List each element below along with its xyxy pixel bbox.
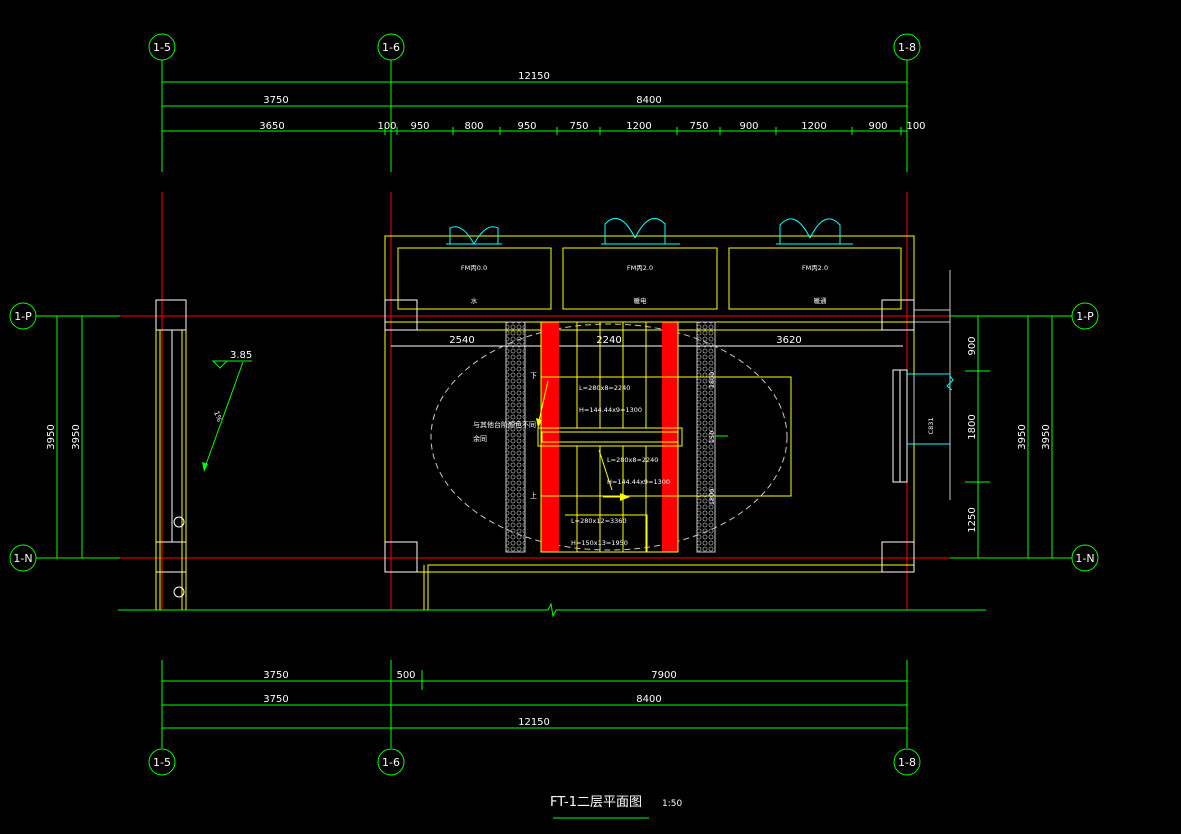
bottom-dimension-lines bbox=[161, 670, 908, 732]
grid-label-left-n: 1-N bbox=[13, 552, 32, 565]
top-dim-overall: 12150 bbox=[518, 71, 550, 82]
stair-red-strip-left bbox=[541, 322, 559, 552]
vertical-grid-lines bbox=[161, 60, 908, 748]
room-2-name: 暖电 bbox=[634, 296, 648, 305]
elevation-value: 3.85 bbox=[230, 350, 252, 361]
stair-side-wall-right bbox=[696, 321, 716, 553]
left-dim-inner: 3950 bbox=[71, 424, 82, 449]
stair-note-line-2: 余同 bbox=[473, 434, 487, 443]
turning-circle bbox=[430, 323, 788, 551]
top-dim-row3-4: 950 bbox=[517, 121, 536, 132]
stair-side-dim-1: 1800 bbox=[708, 372, 716, 389]
equipment-rooms bbox=[397, 247, 902, 310]
grid-label-top-2: 1-6 bbox=[382, 41, 400, 54]
drawing-title: FT-1二层平面图 bbox=[550, 795, 642, 810]
top-dim-row3-10: 900 bbox=[868, 121, 887, 132]
grid-label-top-3: 1-8 bbox=[898, 41, 916, 54]
stair bbox=[505, 321, 792, 553]
red-axis-lines bbox=[120, 192, 950, 610]
top-dim-row3-3: 800 bbox=[464, 121, 483, 132]
right-dim-total-1: 3950 bbox=[1017, 424, 1028, 449]
interior-dim-1: 2540 bbox=[449, 335, 474, 346]
grid-label-bottom-1: 1-5 bbox=[153, 756, 171, 769]
left-corridor bbox=[155, 299, 187, 610]
right-side-door bbox=[892, 270, 954, 500]
top-dim-row3-11: 100 bbox=[906, 121, 925, 132]
drawing-scale: 1:50 bbox=[662, 799, 682, 809]
column-marker-2 bbox=[173, 586, 185, 598]
top-dim-row2-a: 3750 bbox=[263, 95, 288, 106]
left-dim-outer: 3950 bbox=[46, 424, 57, 449]
top-dim-row3-6: 1200 bbox=[626, 121, 651, 132]
bottom-dim-row1-c: 7900 bbox=[651, 670, 676, 681]
stair-side-dim-3: 1800 bbox=[708, 489, 716, 506]
right-dim-seg-1: 900 bbox=[967, 336, 978, 355]
right-dimension-lines bbox=[940, 315, 1072, 559]
stair-side-wall-left bbox=[505, 321, 526, 553]
interior-dim-2: 2240 bbox=[596, 335, 621, 346]
grid-label-right-p: 1-P bbox=[1076, 310, 1094, 323]
bottom-dim-overall: 12150 bbox=[518, 717, 550, 728]
grid-label-bottom-3: 1-8 bbox=[898, 756, 916, 769]
grid-label-left-p: 1-P bbox=[14, 310, 32, 323]
stair-side-dim-2: 150 bbox=[708, 431, 716, 443]
door-swing-icons bbox=[446, 217, 853, 245]
grid-label-top-1: 1-5 bbox=[153, 41, 171, 54]
stair-upper-L: L=280x8=2240 bbox=[579, 384, 630, 392]
right-dim-seg-3: 1250 bbox=[967, 507, 978, 532]
bottom-dim-row2-b: 8400 bbox=[636, 694, 661, 705]
top-dim-row3-8: 900 bbox=[739, 121, 758, 132]
interior-dim-3: 3620 bbox=[776, 335, 801, 346]
stair-bottom-H: H=150x13=1950 bbox=[571, 539, 628, 547]
stair-note-line-1: 与其他台阶颜色不同 bbox=[473, 420, 536, 429]
grid-label-right-n: 1-N bbox=[1075, 552, 1094, 565]
stair-upper-H: H=144.44x9=1300 bbox=[579, 406, 642, 414]
bottom-dim-row2-a: 3750 bbox=[263, 694, 288, 705]
room-1-code: FM丙0.0 bbox=[461, 264, 487, 272]
top-dim-row2-b: 8400 bbox=[636, 95, 661, 106]
top-dimension-lines bbox=[161, 78, 908, 135]
slope-value: 1% bbox=[212, 410, 223, 423]
room-1-name: 水 bbox=[471, 296, 478, 305]
column-marker-1 bbox=[173, 516, 185, 528]
top-dim-row3-5: 750 bbox=[569, 121, 588, 132]
room-3-code: FM丙2.0 bbox=[802, 264, 828, 272]
room-3-name: 暖通 bbox=[814, 296, 828, 305]
stair-lower-H: H=144.44x9=1300 bbox=[607, 478, 670, 486]
grid-label-bottom-2: 1-6 bbox=[382, 756, 400, 769]
top-dim-row3-9: 1200 bbox=[801, 121, 826, 132]
left-dimension-lines bbox=[36, 315, 120, 559]
stair-down-label: 下 bbox=[530, 372, 537, 380]
stair-up-label: 上 bbox=[530, 491, 537, 500]
right-door-tag: C831 bbox=[927, 418, 935, 435]
stair-lower-L: L=280x8=2240 bbox=[607, 456, 658, 464]
ground-line bbox=[118, 602, 986, 618]
bottom-dim-row1-b: 500 bbox=[396, 670, 415, 681]
room-2-code: FM丙2.0 bbox=[627, 264, 653, 272]
right-dim-total-2: 3950 bbox=[1041, 424, 1052, 449]
top-dim-row3-2: 950 bbox=[410, 121, 429, 132]
elevation-mark bbox=[202, 360, 252, 472]
stair-red-strip-right bbox=[662, 322, 678, 552]
top-dim-row3-0: 3650 bbox=[259, 121, 284, 132]
right-dim-seg-2: 1800 bbox=[967, 414, 978, 439]
bottom-dim-row1-a: 3750 bbox=[263, 670, 288, 681]
top-dim-row3-1: 100 bbox=[377, 121, 396, 132]
top-dim-row3-7: 750 bbox=[689, 121, 708, 132]
stair-bottom-L: L=280x12=3360 bbox=[571, 517, 627, 525]
